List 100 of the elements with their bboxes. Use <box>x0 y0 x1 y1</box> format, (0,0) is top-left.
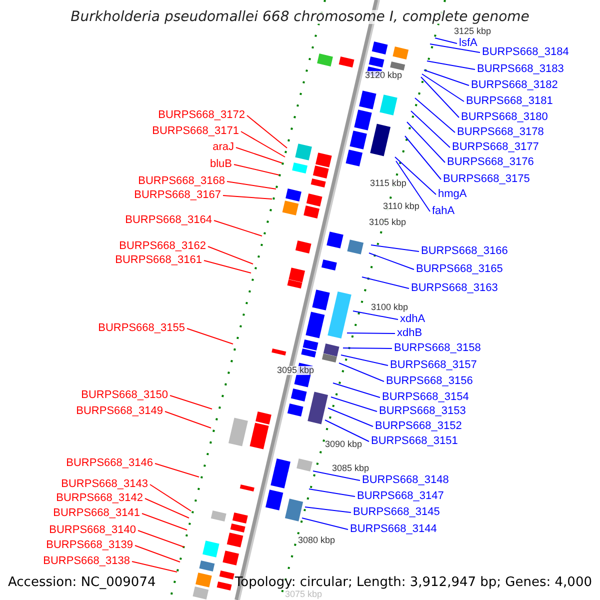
gene-label: BURPS668_3172 <box>158 110 245 121</box>
leader-line <box>430 44 480 53</box>
leader-line <box>204 260 252 274</box>
gene-label: hmgA <box>438 189 467 200</box>
leader-line <box>328 408 374 427</box>
gene-label: BURPS668_3167 <box>134 190 221 201</box>
gene-label: BURPS668_3143 <box>61 479 148 490</box>
accession-text: Accession: NC_009074 <box>8 576 156 589</box>
gene-label: BURPS668_3156 <box>386 376 473 387</box>
leader-line <box>132 561 178 572</box>
gene-label: BURPS668_3158 <box>394 343 481 354</box>
leader-line <box>324 420 370 442</box>
gene-label: BURPS668_3180 <box>461 112 548 123</box>
gene-label: BURPS668_3177 <box>452 142 539 153</box>
gene-label: BURPS668_3182 <box>471 80 558 91</box>
gene-label: lsfA <box>459 38 478 49</box>
gene-label: BURPS668_3176 <box>447 157 534 168</box>
gene-label: BURPS668_3164 <box>125 215 212 226</box>
leader-line <box>414 98 456 133</box>
leader-line <box>424 70 470 86</box>
gene-label: BURPS668_3184 <box>482 47 569 58</box>
leader-line <box>404 136 442 180</box>
leader-line <box>406 122 446 163</box>
gene-label: xdhB <box>397 328 422 339</box>
leader-line <box>234 164 280 176</box>
tick-label: 3100 kbp <box>371 303 408 312</box>
leader-line <box>138 530 184 548</box>
leader-line <box>240 131 286 158</box>
tick-label: 3120 kbp <box>365 71 402 80</box>
gene-label: BURPS668_3138 <box>43 556 130 567</box>
leader-line <box>332 382 380 398</box>
leader-line <box>352 310 398 320</box>
leader-line <box>396 160 430 212</box>
leader-line <box>302 518 348 530</box>
leader-line <box>434 38 458 44</box>
leader-line <box>368 252 414 270</box>
tick-label: 3110 kbp <box>383 202 420 211</box>
leader-line <box>236 147 282 164</box>
gene-label: BURPS668_3153 <box>379 406 466 417</box>
gene-label: BURPS668_3165 <box>416 264 503 275</box>
tick-label: 3095 kbp <box>277 366 314 375</box>
gene-label: BURPS668_3161 <box>115 255 202 266</box>
gene-label: fahA <box>432 206 455 217</box>
tick-label: 3105 kbp <box>369 218 406 227</box>
leader-line <box>142 513 188 530</box>
leader-line <box>342 348 392 349</box>
gene-label: BURPS668_3149 <box>76 406 163 417</box>
gene-label: BURPS668_3146 <box>66 458 153 469</box>
gene-label: BURPS668_3140 <box>49 525 136 536</box>
leader-line <box>134 545 180 562</box>
gene-label: BURPS668_3139 <box>46 540 133 551</box>
gene-label: BURPS668_3150 <box>81 390 168 401</box>
leader-line <box>362 276 410 289</box>
gene-label: bluB <box>210 159 232 170</box>
gene-label: BURPS668_3151 <box>371 436 458 447</box>
tick-label: 3090 kbp <box>325 440 362 449</box>
gene-label: BURPS668_3162 <box>119 241 206 252</box>
gene-label: BURPS668_3141 <box>53 508 140 519</box>
leader-line <box>226 181 276 190</box>
leader-line <box>420 76 460 118</box>
leader-line <box>308 488 356 497</box>
tick-label: 3115 kbp <box>370 179 406 188</box>
gene-label: BURPS668_3147 <box>357 491 444 502</box>
leader-line <box>246 115 288 148</box>
gene-label: BURPS668_3152 <box>375 421 462 432</box>
leader-line <box>154 463 200 478</box>
leader-line <box>222 195 272 200</box>
gene-label: BURPS668_3168 <box>138 176 225 187</box>
tick-label: 3080 kbp <box>298 536 336 545</box>
leader-line <box>312 470 360 481</box>
leader-line <box>330 396 378 412</box>
gene-label: BURPS668_3144 <box>350 524 437 535</box>
leader-line <box>422 74 464 102</box>
gene-label: BURPS668_3181 <box>466 96 553 107</box>
gene-label: BURPS668_3142 <box>56 493 143 504</box>
leader-line <box>208 246 254 264</box>
leader-line <box>170 395 212 410</box>
leader-line <box>346 332 396 334</box>
leader-line <box>186 328 234 344</box>
leader-line <box>394 156 436 195</box>
gene-label: BURPS668_3178 <box>457 127 544 138</box>
gene-label: BURPS668_3148 <box>362 475 449 486</box>
leader-line <box>164 411 212 428</box>
gene-label: BURPS668_3155 <box>98 323 185 334</box>
gene-label: BURPS668_3183 <box>477 64 564 75</box>
leader-line <box>144 498 190 518</box>
leader-line <box>426 60 476 70</box>
gene-label: BURPS668_3154 <box>382 392 469 403</box>
gene-label: BURPS668_3163 <box>411 283 498 294</box>
gene-label: BURPS668_3171 <box>152 126 239 137</box>
leader-line <box>150 484 192 512</box>
leader-line <box>304 506 352 513</box>
leader-line <box>338 362 384 382</box>
gene-label: araJ <box>212 142 234 153</box>
gene-label: BURPS668_3157 <box>390 360 477 371</box>
leader-line <box>340 354 388 366</box>
leader-line <box>410 110 450 148</box>
genome-stats-text: Topology: circular; Length: 3,912,947 bp; Genes: 4,000 <box>234 576 592 589</box>
leader-line <box>214 220 262 236</box>
gene-label: BURPS668_3145 <box>353 507 440 518</box>
